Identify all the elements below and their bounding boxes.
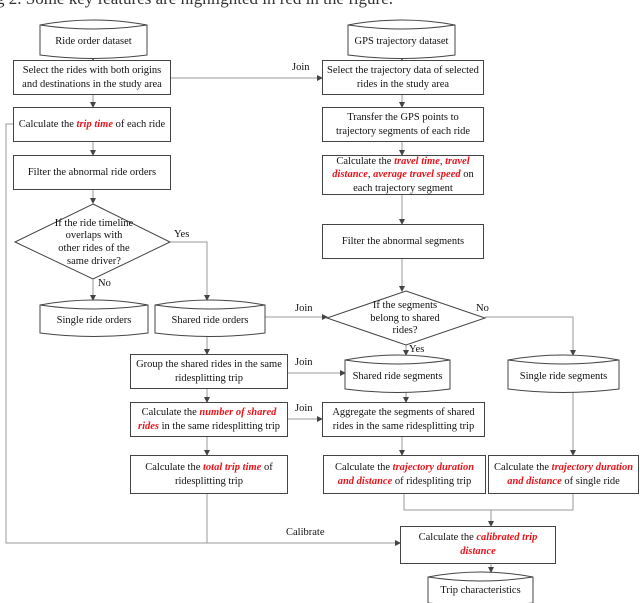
join-label: Join — [295, 303, 313, 314]
yes-label: Yes — [174, 229, 190, 240]
calibrated-box: Calculate the calibrated trip distance — [400, 526, 556, 564]
traj-ridesplitting-box: Calculate the trajectory duration and di… — [323, 455, 486, 494]
text: in the same ridesplitting trip — [158, 420, 281, 432]
highlight-text: number of shared rides — [137, 406, 277, 432]
decision-diamond-segments — [325, 290, 487, 346]
filter-segments-box: Filter the abnormal segments — [322, 224, 484, 259]
calibrate-label: Calibrate — [286, 527, 325, 538]
text: Calculate the — [418, 532, 477, 544]
highlight-text: trajectory duration and distance — [507, 461, 634, 487]
trip-characteristics: Trip characteristics — [440, 585, 521, 597]
highlight-text: total trip time — [203, 461, 262, 473]
highlight-text: travel distance — [332, 155, 470, 181]
text: Calculate the — [336, 155, 395, 167]
shared-ride-segments: Shared ride segments — [352, 370, 443, 382]
text: , — [367, 169, 374, 181]
no-label: No — [98, 278, 111, 289]
segments-decision: If the segments belong to shared rides? — [370, 300, 440, 337]
text: on each trajectory segment — [353, 169, 474, 194]
highlight-text: average travel speed — [373, 169, 461, 181]
text: of single ride — [561, 475, 620, 487]
text: Calculate the — [493, 461, 552, 473]
highlight-text: trajectory duration and distance — [337, 461, 475, 487]
text: of ridespliting trip — [392, 475, 472, 487]
text: Calculate the — [18, 118, 77, 130]
total-trip-time-box: Calculate the total trip time of ridespl… — [130, 455, 288, 494]
highlight-text: trip time — [76, 118, 113, 130]
shared-ride-orders: Shared ride orders — [171, 315, 249, 327]
overlap-decision: If the ride timeline overlaps with other… — [54, 217, 134, 267]
transfer-gps-box: Transfer the GPS points to trajectory se… — [322, 107, 484, 142]
text: of ridesplitting trip — [175, 461, 273, 487]
select-trajectory-box: Select the trajectory data of selected r… — [322, 60, 484, 95]
no-label: No — [476, 303, 489, 314]
select-rides-box: Select the rides with both origins and d… — [13, 60, 171, 95]
travel-calc-box: Calculate the travel time, travel distan… — [322, 155, 484, 195]
ride-order-dataset: Ride order dataset — [55, 36, 132, 48]
join-label: Join — [292, 62, 310, 73]
yes-label: Yes — [409, 344, 425, 355]
text: Calculate the — [334, 461, 393, 473]
single-ride-orders: Single ride orders — [56, 315, 132, 327]
join-label: Join — [295, 403, 313, 414]
aggregate-box: Aggregate the segments of shared rides i… — [322, 402, 485, 437]
traj-single-box: Calculate the trajectory duration and di… — [488, 455, 639, 494]
text: of each ride — [113, 118, 166, 130]
gps-trajectory-dataset: GPS trajectory dataset — [354, 36, 449, 48]
decision-diamond-overlap — [13, 203, 172, 280]
number-shared-box: Calculate the number of shared rides in … — [130, 402, 288, 437]
text: , — [439, 155, 446, 167]
text: Calculate the — [141, 406, 200, 418]
text: Calculate the — [145, 461, 203, 473]
highlight-text: travel time — [394, 155, 440, 167]
filter-orders-box: Filter the abnormal ride orders — [13, 155, 171, 190]
trip-time-box: Calculate the trip time of each ride — [13, 107, 171, 142]
single-ride-segments: Single ride segments — [519, 370, 608, 382]
figure-caption: g 2. Some key features are highlighted i… — [0, 0, 393, 9]
highlight-text: calibrated trip distance — [460, 532, 538, 557]
group-shared-box: Group the shared rides in the same rides… — [130, 354, 288, 389]
join-label: Join — [295, 357, 313, 368]
